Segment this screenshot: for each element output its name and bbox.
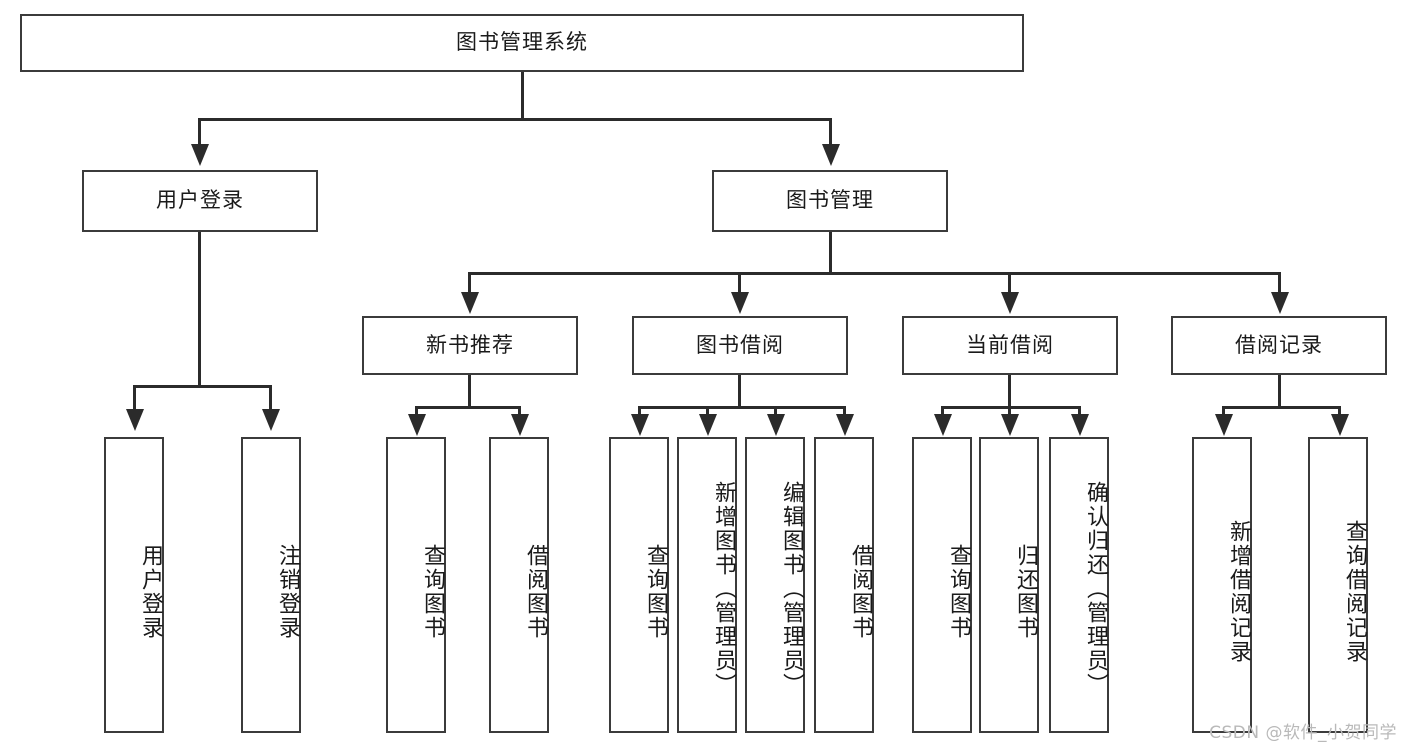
csdn-watermark: CSDN @软件_小贺同学 xyxy=(1209,723,1397,743)
leaf-book-borrow-borrow-book[interactable]: 借阅图书 xyxy=(814,437,874,733)
connector-new-book-bar xyxy=(415,406,521,409)
connector-to-user-login xyxy=(198,118,201,146)
node-borrow-record[interactable]: 借阅记录 xyxy=(1171,316,1387,375)
node-label: 查询图书 xyxy=(420,544,445,640)
node-label: 归还图书 xyxy=(1013,544,1038,640)
leaf-borrow-record-add-record[interactable]: 新增借阅记录 xyxy=(1192,437,1252,733)
node-label: 确认归还（管理员） xyxy=(1083,481,1108,697)
leaf-book-borrow-query-book[interactable]: 查询图书 xyxy=(609,437,669,733)
arrow-book-borrow-child-4 xyxy=(836,414,854,436)
connector-to-borrow-record xyxy=(1278,272,1281,294)
connector-to-book-borrow xyxy=(738,272,741,294)
arrow-borrow-record-child-1 xyxy=(1215,414,1233,436)
node-label: 编辑图书（管理员） xyxy=(779,481,804,697)
arrow-current-borrow-child-2 xyxy=(1001,414,1019,436)
node-label: 借阅图书 xyxy=(523,544,548,640)
connector-current-borrow-stem xyxy=(1008,375,1011,408)
node-label: 当前借阅 xyxy=(966,332,1054,357)
connector-to-current-borrow xyxy=(1008,272,1011,294)
connector-to-new-book xyxy=(468,272,471,294)
node-label: 查询图书 xyxy=(946,544,971,640)
connector-borrow-record-child-2 xyxy=(1338,406,1341,418)
leaf-current-borrow-query-book[interactable]: 查询图书 xyxy=(912,437,972,733)
arrow-to-new-book xyxy=(461,292,479,314)
arrow-user-login-child-2 xyxy=(262,409,280,431)
arrow-book-borrow-child-3 xyxy=(767,414,785,436)
node-label: 新增图书（管理员） xyxy=(711,481,736,697)
connector-book-borrow-child-1 xyxy=(638,406,641,418)
node-label: 注销登录 xyxy=(275,544,300,640)
node-label: 查询借阅记录 xyxy=(1342,520,1367,664)
connector-book-borrow-stem xyxy=(738,375,741,408)
connector-root-stem xyxy=(521,72,524,120)
arrow-user-login-child-1 xyxy=(126,409,144,431)
connector-user-login-stem xyxy=(198,232,201,387)
node-label: 借阅图书 xyxy=(848,544,873,640)
arrow-to-user-login xyxy=(191,144,209,166)
connector-book-borrow-child-4 xyxy=(843,406,846,418)
connector-borrow-record-bar xyxy=(1222,406,1341,409)
node-new-book-recommend[interactable]: 新书推荐 xyxy=(362,316,578,375)
leaf-current-borrow-return-book[interactable]: 归还图书 xyxy=(979,437,1039,733)
connector-book-borrow-child-3 xyxy=(774,406,777,418)
node-label: 用户登录 xyxy=(138,544,163,640)
node-current-borrow[interactable]: 当前借阅 xyxy=(902,316,1118,375)
connector-user-login-bar xyxy=(133,385,271,388)
connector-borrow-record-child-1 xyxy=(1222,406,1225,418)
leaf-book-borrow-add-book[interactable]: 新增图书（管理员） xyxy=(677,437,737,733)
arrow-to-borrow-record xyxy=(1271,292,1289,314)
connector-book-manage-stem xyxy=(829,232,832,274)
node-root-system[interactable]: 图书管理系统 xyxy=(20,14,1024,72)
connector-level2-bar xyxy=(468,272,1278,275)
node-book-borrow[interactable]: 图书借阅 xyxy=(632,316,848,375)
arrow-to-book-borrow xyxy=(731,292,749,314)
node-label: 查询图书 xyxy=(643,544,668,640)
arrow-current-borrow-child-3 xyxy=(1071,414,1089,436)
node-label: 图书管理 xyxy=(786,188,874,213)
node-book-management[interactable]: 图书管理 xyxy=(712,170,948,232)
leaf-user-login-logout[interactable]: 注销登录 xyxy=(241,437,301,733)
arrow-new-book-child-1 xyxy=(408,414,426,436)
connector-book-borrow-bar xyxy=(638,406,846,409)
leaf-new-book-borrow-book[interactable]: 借阅图书 xyxy=(489,437,549,733)
arrow-current-borrow-child-1 xyxy=(934,414,952,436)
arrow-to-current-borrow xyxy=(1001,292,1019,314)
connector-current-borrow-child-3 xyxy=(1078,406,1081,418)
arrow-book-borrow-child-2 xyxy=(699,414,717,436)
leaf-book-borrow-edit-book[interactable]: 编辑图书（管理员） xyxy=(745,437,805,733)
arrow-borrow-record-child-2 xyxy=(1331,414,1349,436)
node-label: 借阅记录 xyxy=(1235,332,1323,357)
connector-level1-bar xyxy=(198,118,832,121)
leaf-new-book-query-book[interactable]: 查询图书 xyxy=(386,437,446,733)
leaf-borrow-record-query-record[interactable]: 查询借阅记录 xyxy=(1308,437,1368,733)
connector-borrow-record-stem xyxy=(1278,375,1281,408)
leaf-current-borrow-confirm-return[interactable]: 确认归还（管理员） xyxy=(1049,437,1109,733)
arrow-to-book-manage xyxy=(822,144,840,166)
connector-current-borrow-bar xyxy=(941,406,1081,409)
node-label: 新增借阅记录 xyxy=(1226,520,1251,664)
node-label: 图书管理系统 xyxy=(456,30,588,55)
arrow-new-book-child-2 xyxy=(511,414,529,436)
node-label: 用户登录 xyxy=(156,188,244,213)
node-label: 新书推荐 xyxy=(426,332,514,357)
connector-book-borrow-child-2 xyxy=(706,406,709,418)
connector-new-book-child-2 xyxy=(518,406,521,418)
connector-to-book-manage xyxy=(829,118,832,146)
arrow-book-borrow-child-1 xyxy=(631,414,649,436)
node-label: 图书借阅 xyxy=(696,332,784,357)
leaf-user-login-login[interactable]: 用户登录 xyxy=(104,437,164,733)
connector-new-book-child-1 xyxy=(415,406,418,418)
connector-current-borrow-child-2 xyxy=(1008,406,1011,418)
connector-new-book-stem xyxy=(468,375,471,408)
connector-user-login-child-2 xyxy=(269,385,272,411)
connector-current-borrow-child-1 xyxy=(941,406,944,418)
connector-user-login-child-1 xyxy=(133,385,136,411)
node-user-login[interactable]: 用户登录 xyxy=(82,170,318,232)
